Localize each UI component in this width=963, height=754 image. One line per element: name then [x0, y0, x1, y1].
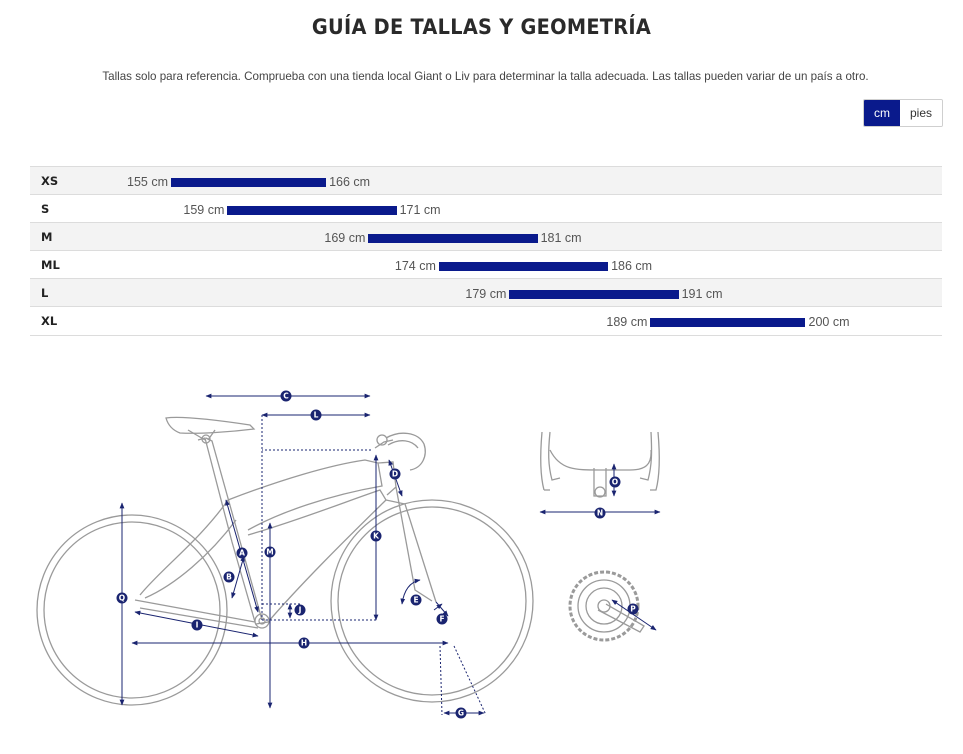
handlebar-top-view [540, 431, 660, 498]
marker-letter: G [458, 709, 464, 718]
size-min-label: 159 cm [183, 203, 225, 217]
marker-m: M [264, 546, 276, 558]
marker-letter: H [301, 639, 307, 648]
size-range-bar [368, 234, 538, 243]
size-row: L 179 cm 191 cm [30, 278, 942, 306]
size-row: XL 189 cm 200 cm [30, 306, 942, 336]
size-row: XS 155 cm 166 cm [30, 166, 942, 194]
size-max-label: 191 cm [681, 287, 723, 301]
marker-f: F [436, 613, 448, 625]
marker-letter: A [239, 549, 245, 558]
marker-q: Q [116, 592, 128, 604]
marker-letter: O [612, 478, 618, 487]
unit-option-cm[interactable]: cm [864, 100, 900, 126]
marker-c: C [280, 390, 292, 402]
marker-n: N [594, 507, 606, 519]
marker-o-bar: O [609, 476, 621, 488]
marker-letter: I [196, 621, 199, 630]
marker-a: A [236, 547, 248, 559]
handlebar-stem [374, 432, 426, 471]
marker-letter: F [439, 615, 444, 624]
size-min-label: 179 cm [465, 287, 507, 301]
size-label: L [41, 286, 49, 300]
rear-wheel [36, 514, 228, 706]
size-max-label: 166 cm [329, 175, 371, 189]
size-range-bar [509, 290, 679, 299]
size-min-label: 189 cm [606, 315, 648, 329]
geometry-markers: A B C D E F G H I J K L M N O P Q [116, 390, 639, 719]
marker-e: E [410, 594, 422, 606]
marker-k: K [370, 530, 382, 542]
marker-j: J [294, 604, 306, 616]
marker-letter: B [226, 573, 232, 582]
marker-letter: D [392, 470, 398, 479]
marker-letter: M [266, 548, 273, 557]
marker-letter: K [373, 532, 380, 541]
front-wheel [330, 499, 534, 703]
size-label: M [41, 230, 53, 244]
size-min-label: 169 cm [324, 231, 366, 245]
size-label: XL [41, 314, 58, 328]
marker-d: D [389, 468, 401, 480]
size-max-label: 171 cm [399, 203, 441, 217]
bike-illustration [36, 416, 660, 706]
marker-letter: Q [119, 594, 125, 603]
marker-letter: L [314, 411, 319, 420]
size-row: ML 174 cm 186 cm [30, 250, 942, 278]
marker-p: P [627, 603, 639, 615]
marker-letter: E [413, 596, 418, 605]
size-range-bar [650, 318, 806, 327]
marker-letter: P [630, 605, 636, 614]
size-min-label: 174 cm [394, 259, 436, 273]
size-disclaimer: Tallas solo para referencia. Comprueba c… [102, 70, 869, 83]
marker-letter: N [597, 509, 603, 518]
marker-h: H [298, 637, 310, 649]
marker-i: I [191, 619, 203, 631]
size-chart: XS 155 cm 166 cm S 159 cm 171 cm M 169 c… [30, 166, 942, 336]
size-row: M 169 cm 181 cm [30, 222, 942, 250]
marker-b: B [223, 571, 235, 583]
marker-letter: C [283, 392, 289, 401]
page-title: GUÍA DE TALLAS Y GEOMETRÍA [311, 15, 652, 39]
size-range-bar [171, 178, 327, 187]
size-max-label: 181 cm [540, 231, 582, 245]
size-label: XS [41, 174, 59, 188]
size-range-bar [227, 206, 397, 215]
size-label: ML [41, 258, 60, 272]
size-range-bar [438, 262, 609, 271]
size-min-label: 155 cm [127, 175, 168, 189]
size-row: S 159 cm 171 cm [30, 194, 942, 222]
unit-toggle: cm pies [863, 99, 943, 127]
marker-g: G [455, 707, 467, 719]
seat [165, 416, 256, 444]
size-max-label: 186 cm [611, 259, 653, 273]
unit-option-pies[interactable]: pies [900, 100, 942, 126]
marker-l: L [310, 409, 322, 421]
size-label: S [41, 202, 50, 216]
marker-letter: J [298, 606, 302, 615]
size-max-label: 200 cm [808, 315, 850, 329]
